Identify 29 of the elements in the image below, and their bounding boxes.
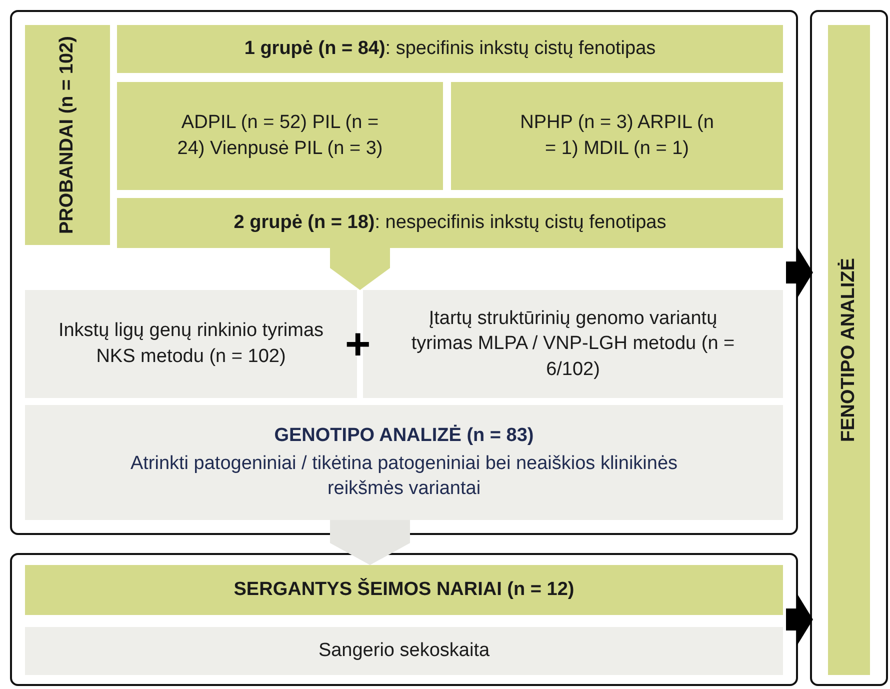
group-box bbox=[117, 198, 783, 248]
node-text: Įtartų struktūrinių genomo variantų tyrimas MLPA / VNP-LGH metodu (n = 6/102) bbox=[410, 306, 736, 382]
node-text: Inkstų ligų genų rinkinio tyrimas NKS metodu (n = 102) bbox=[57, 319, 325, 369]
chevron-arrow bbox=[360, 248, 390, 290]
node-text: SERGANTYS ŠEIMOS NARIAI (n = 12) bbox=[234, 577, 574, 602]
node-text: PROBANDAI (n = 102) bbox=[56, 36, 79, 234]
frame bbox=[810, 10, 888, 686]
node-text: 2 grupė (n = 18): nespecifinis inkstų cistų fenotipas bbox=[234, 211, 666, 236]
frame bbox=[10, 553, 798, 686]
arrow bbox=[786, 594, 813, 646]
node-text: ADPIL (n = 52) PIL (n = 24) Vienpusė PIL (n = 3) bbox=[176, 111, 384, 161]
node-text: 1 grupė (n = 84): specifinis inkstų cistų fenotipas bbox=[244, 37, 656, 62]
heading-box bbox=[828, 25, 870, 675]
node-text: Sangerio sekoskaita bbox=[318, 639, 490, 664]
diagnosis-box bbox=[451, 82, 783, 190]
node-text: FENOTIPO ANALIZĖ bbox=[836, 258, 860, 442]
analysis-box bbox=[25, 405, 783, 520]
chevron-arrow bbox=[330, 248, 360, 290]
plus-sign: + bbox=[345, 323, 371, 367]
chevron-arrow bbox=[330, 520, 410, 565]
heading-box bbox=[25, 565, 783, 615]
frame bbox=[10, 10, 798, 535]
body-text: Atrinkti patogeniniai / tikėtina patogeniniai bei neaiškios klinikinės reikšmės variantai bbox=[129, 452, 679, 502]
arrow bbox=[786, 246, 813, 298]
heading-box bbox=[25, 25, 110, 245]
group-box bbox=[117, 25, 783, 73]
node-text: NPHP (n = 3) ARPIL (n = 1) MDIL (n = 1) bbox=[519, 111, 715, 161]
heading-text: GENOTIPO ANALIZĖ (n = 83) bbox=[274, 424, 534, 448]
diagnosis-box bbox=[117, 82, 443, 190]
